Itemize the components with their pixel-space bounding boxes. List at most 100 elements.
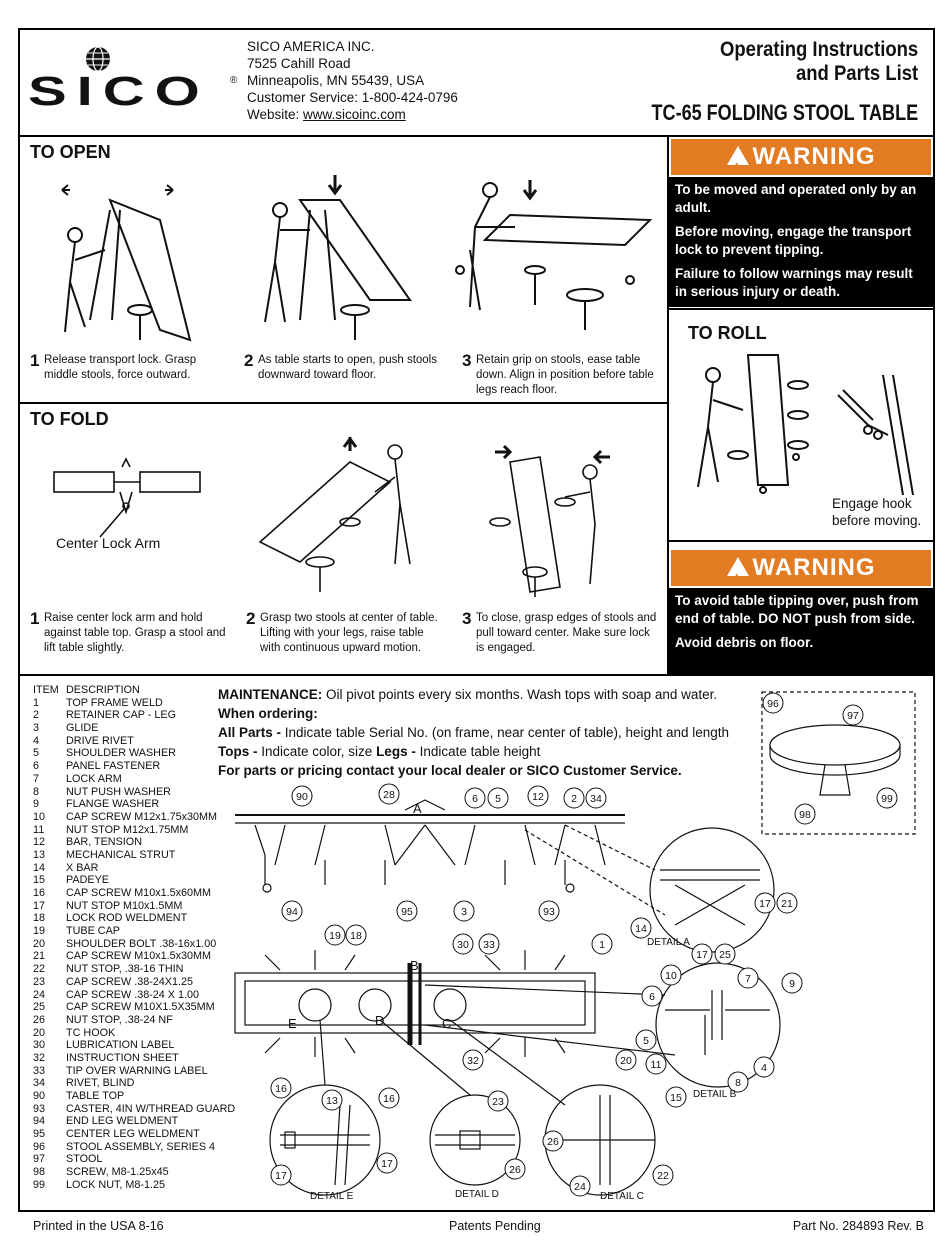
- item-number: 32: [33, 1051, 46, 1064]
- step-number: 2: [246, 609, 256, 628]
- page-frame: [18, 28, 935, 1212]
- item-number: 12: [33, 836, 46, 849]
- item-description: FLANGE WASHER: [66, 798, 160, 811]
- callout-number: 34: [590, 793, 602, 805]
- step-number: 1: [30, 351, 40, 370]
- item-description: CASTER, 4IN W/THREAD GUARD: [66, 1102, 236, 1115]
- customer-service: Customer Service: 1-800-424-0796: [247, 90, 458, 105]
- callout-circle: [781, 972, 803, 994]
- to-open-illustrations: [61, 175, 653, 342]
- item-number: 10: [33, 810, 46, 823]
- item-description: CAP SCREW .38-24 X 1.00: [66, 988, 200, 1001]
- callout-number: 28: [383, 789, 395, 801]
- warning-line: Failure to follow warnings may result in…: [675, 266, 913, 299]
- callout-circle: [615, 1049, 637, 1071]
- callout-number: 11: [651, 1059, 662, 1071]
- callout-circle: [542, 1130, 564, 1152]
- callout-circle: [538, 900, 560, 922]
- callout-circle: [630, 917, 652, 939]
- description-header: DESCRIPTION: [66, 684, 140, 696]
- callout-number: 14: [635, 923, 647, 935]
- letter-a: A: [413, 801, 422, 816]
- item-number: 6: [33, 760, 40, 773]
- item-number: 5: [33, 747, 40, 760]
- item-number: 16: [33, 887, 46, 899]
- divider-warning-roll: [667, 308, 935, 310]
- item-description: TC HOOK: [66, 1026, 116, 1039]
- item-description: X BAR: [66, 861, 99, 874]
- callout-circle: [378, 1087, 400, 1109]
- warning-body-bottom: To avoid table tipping over, push from e…: [669, 588, 933, 674]
- callout-circle: [324, 924, 346, 946]
- item-description: NUT STOP M10x1.5MM: [66, 899, 183, 912]
- callout-circle: [585, 787, 607, 809]
- warning-banner-bottom: WARNING: [671, 550, 931, 597]
- warning-triangle-icon: [726, 146, 749, 186]
- item-description: TOP FRAME WELD: [66, 696, 163, 709]
- title-line1: Operating Instructions: [719, 38, 918, 61]
- callout-circle: [754, 892, 776, 914]
- all-parts-label: All Parts -: [218, 725, 285, 740]
- website-link[interactable]: www.sicoinc.com: [303, 107, 406, 122]
- callout-circle: [635, 1029, 657, 1051]
- item-description: PADEYE: [66, 874, 110, 887]
- callout-number: 33: [483, 939, 495, 951]
- item-number: 98: [33, 1166, 46, 1179]
- letter-c: C: [442, 1016, 451, 1031]
- to-fold-heading: TO FOLD: [30, 409, 109, 429]
- item-description: LOCK ROD WELDMENT: [66, 912, 188, 925]
- company-name: SICO AMERICA INC.: [247, 39, 375, 54]
- globe-icon: [86, 46, 110, 72]
- product-title: TC-65 FOLDING STOOL TABLE: [651, 100, 918, 125]
- item-number: 1: [33, 696, 40, 709]
- tops-label: Tops -: [218, 744, 262, 759]
- callout-number: 17: [381, 1158, 393, 1170]
- callout-number: 23: [492, 1096, 504, 1108]
- tops-text: Indicate color, size: [261, 744, 377, 759]
- callout-number: 3: [461, 906, 467, 918]
- callout-number: 6: [649, 991, 655, 1003]
- item-number: 33: [33, 1064, 46, 1077]
- callout-number: 18: [350, 930, 362, 942]
- item-number: 20: [33, 937, 46, 950]
- callout-circle: [652, 1164, 674, 1186]
- step-text: To close, grasp edges of stools and pull…: [476, 612, 657, 654]
- warning-body-top: To be moved and operated only by an adul…: [669, 177, 933, 307]
- item-number: 93: [33, 1102, 46, 1115]
- item-description: PANEL FASTENER: [66, 760, 161, 773]
- callout-number: 12: [532, 791, 544, 803]
- item-number: 90: [33, 1090, 46, 1102]
- item-number: 25: [33, 1001, 46, 1014]
- item-header: ITEM: [33, 684, 59, 696]
- item-number: 3: [33, 722, 40, 735]
- callout-number: 15: [670, 1092, 682, 1104]
- callout-circle: [270, 1164, 292, 1186]
- callout-circle: [487, 787, 509, 809]
- item-number: 4: [33, 734, 40, 747]
- callout-circle: [270, 1077, 292, 1099]
- callout-circle: [563, 787, 585, 809]
- legs-label: Legs -: [376, 744, 420, 759]
- callout-circle: [776, 892, 798, 914]
- detail-d-label: DETAIL D: [455, 1189, 499, 1200]
- callout-number: 26: [509, 1164, 521, 1176]
- item-description: BAR, TENSION: [66, 836, 142, 849]
- step-text: Release transport lock. Grasp middle sto…: [44, 354, 197, 381]
- item-number: 7: [33, 772, 40, 785]
- step-text: Grasp two stools at center of table. Lif…: [260, 612, 438, 654]
- step-number: 2: [244, 351, 254, 370]
- step-text: Retain grip on stools, ease table down. …: [476, 354, 654, 396]
- item-number: 94: [33, 1115, 46, 1128]
- callout-circle: [462, 1049, 484, 1071]
- item-number: 97: [33, 1153, 46, 1166]
- item-description: NUT STOP, .38-16 THIN: [66, 963, 184, 976]
- divider-right-column: [667, 135, 669, 675]
- warning-line: Before moving, engage the transport lock…: [675, 224, 912, 257]
- callout-number: 32: [467, 1055, 479, 1067]
- letter-d: D: [375, 1013, 384, 1028]
- to-open-heading: TO OPEN: [30, 142, 111, 162]
- letter-b: B: [410, 958, 419, 973]
- item-number: 21: [33, 950, 46, 963]
- callout-number: 19: [329, 930, 341, 942]
